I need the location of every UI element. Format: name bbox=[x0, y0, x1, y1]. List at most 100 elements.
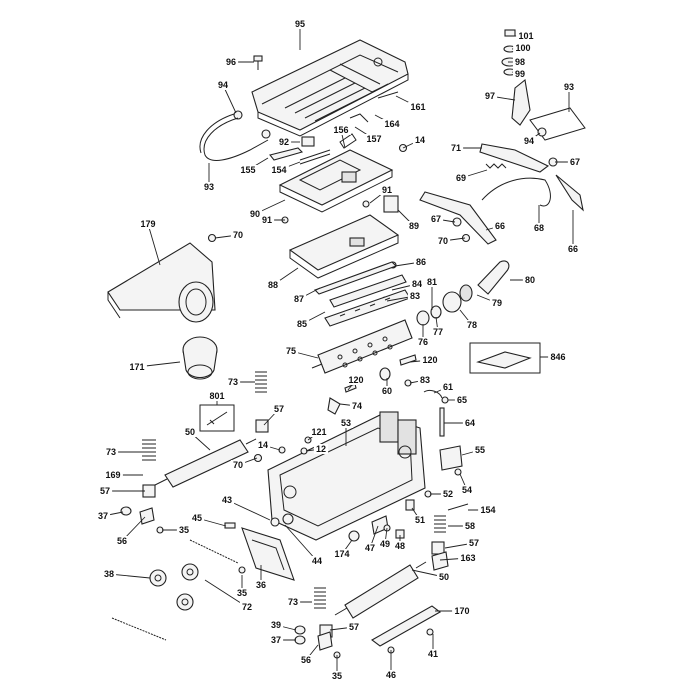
callout-bg-c164 bbox=[382, 119, 402, 129]
callout-c101: 101 bbox=[518, 31, 533, 41]
callout-c121: 121 bbox=[311, 427, 326, 437]
callout-c91a: 91 bbox=[382, 185, 392, 195]
kit-846-frame bbox=[469, 342, 541, 374]
callout-bg-c99 bbox=[512, 69, 528, 79]
callout-c89: 89 bbox=[409, 221, 419, 231]
callout-c88: 88 bbox=[268, 280, 278, 290]
callout-c81: 81 bbox=[427, 277, 437, 287]
roller-50-top bbox=[154, 438, 257, 488]
callout-bg-c44 bbox=[309, 556, 325, 566]
handle-93-left-inner bbox=[199, 113, 235, 154]
part-74 bbox=[327, 397, 341, 415]
plate-170 bbox=[370, 605, 442, 647]
washer-37-bottom bbox=[294, 635, 306, 645]
screw-70-top bbox=[207, 233, 217, 243]
callout-c73c: 73 bbox=[288, 597, 298, 607]
gear-38-c bbox=[176, 593, 194, 611]
callout-c58: 58 bbox=[465, 521, 475, 531]
callout-c36: 36 bbox=[256, 580, 266, 590]
callout-bg-c45 bbox=[189, 513, 205, 523]
callout-c12: 12 bbox=[316, 444, 326, 454]
callout-bg-c98 bbox=[512, 57, 528, 67]
callout-bg-c95 bbox=[292, 19, 308, 29]
part-161 bbox=[377, 91, 399, 99]
callout-c51: 51 bbox=[415, 515, 425, 525]
callout-bg-c154b bbox=[478, 505, 498, 515]
callout-bg-c81 bbox=[424, 277, 440, 287]
callout-c56b: 56 bbox=[301, 655, 311, 665]
pin-65 bbox=[441, 396, 449, 404]
callout-bg-c73a bbox=[225, 377, 241, 387]
cutter-drum-75 bbox=[311, 319, 413, 374]
callout-c57b: 57 bbox=[100, 486, 110, 496]
callout-c86: 86 bbox=[416, 257, 426, 267]
callout-c43: 43 bbox=[222, 495, 232, 505]
callout-c70b: 70 bbox=[233, 460, 243, 470]
callout-c70a: 70 bbox=[233, 230, 243, 240]
callout-bg-c83b bbox=[417, 375, 433, 385]
callout-bg-c57b bbox=[97, 486, 113, 496]
callout-c35c: 35 bbox=[332, 671, 342, 681]
screw-35-mid bbox=[238, 566, 246, 574]
callout-bg-c92 bbox=[276, 137, 292, 147]
callout-bg-c89 bbox=[406, 221, 422, 231]
callout-c37a: 37 bbox=[98, 511, 108, 521]
callout-bg-c64 bbox=[462, 418, 478, 428]
handle-93-left bbox=[203, 117, 269, 161]
callout-c83a: 83 bbox=[410, 291, 420, 301]
belt-80 bbox=[477, 260, 510, 295]
callout-bg-c54 bbox=[459, 485, 475, 495]
callout-c97: 97 bbox=[485, 91, 495, 101]
spring-60 bbox=[379, 367, 391, 381]
callout-c57c: 57 bbox=[469, 538, 479, 548]
main-frame-53 bbox=[267, 411, 426, 541]
callout-bg-c154a bbox=[269, 165, 289, 175]
callout-bg-c57a bbox=[271, 404, 287, 414]
callout-c98: 98 bbox=[515, 57, 525, 67]
callout-c170: 170 bbox=[454, 606, 469, 616]
callout-bg-c155 bbox=[238, 165, 258, 175]
screw-54 bbox=[454, 468, 462, 476]
callout-c90: 90 bbox=[250, 209, 260, 219]
callout-c77: 77 bbox=[433, 327, 443, 337]
callout-bg-c58 bbox=[462, 521, 478, 531]
arm-66-right bbox=[555, 174, 584, 212]
callout-c79: 79 bbox=[492, 298, 502, 308]
callout-c68: 68 bbox=[534, 223, 544, 233]
callout-c46: 46 bbox=[386, 670, 396, 680]
callout-bg-c66b bbox=[565, 244, 581, 254]
callout-bg-c56b bbox=[298, 655, 314, 665]
callout-c154b: 154 bbox=[480, 505, 495, 515]
callout-c154a: 154 bbox=[271, 165, 286, 175]
callout-bg-c56a bbox=[114, 536, 130, 546]
callout-c74: 74 bbox=[352, 401, 362, 411]
callout-bg-c161 bbox=[408, 102, 428, 112]
screw-96 bbox=[253, 55, 263, 70]
callout-c174: 174 bbox=[334, 549, 349, 559]
callout-bg-c94a bbox=[215, 80, 231, 90]
part-163 bbox=[431, 551, 449, 571]
callout-bg-c75 bbox=[283, 346, 299, 356]
callout-c37b: 37 bbox=[271, 635, 281, 645]
callout-c50a: 50 bbox=[185, 427, 195, 437]
callout-bg-c169 bbox=[103, 470, 123, 480]
callout-bg-c71 bbox=[448, 143, 464, 153]
callout-c50b: 50 bbox=[439, 572, 449, 582]
callout-bg-c50a bbox=[182, 427, 198, 437]
part-43 bbox=[270, 517, 280, 527]
callout-bg-c57d bbox=[346, 622, 362, 632]
callout-c179: 179 bbox=[140, 219, 155, 229]
spring-69 bbox=[485, 163, 507, 169]
callout-bg-c67a bbox=[567, 157, 583, 167]
part-164 bbox=[349, 113, 369, 123]
dust-hood-179 bbox=[107, 242, 216, 323]
callout-bg-c39 bbox=[268, 620, 284, 630]
screw-91-right bbox=[362, 200, 370, 208]
callout-bg-c51 bbox=[412, 515, 428, 525]
callout-c95: 95 bbox=[295, 19, 305, 29]
callout-c66b: 66 bbox=[568, 244, 578, 254]
chain-72-bottom bbox=[111, 617, 167, 641]
